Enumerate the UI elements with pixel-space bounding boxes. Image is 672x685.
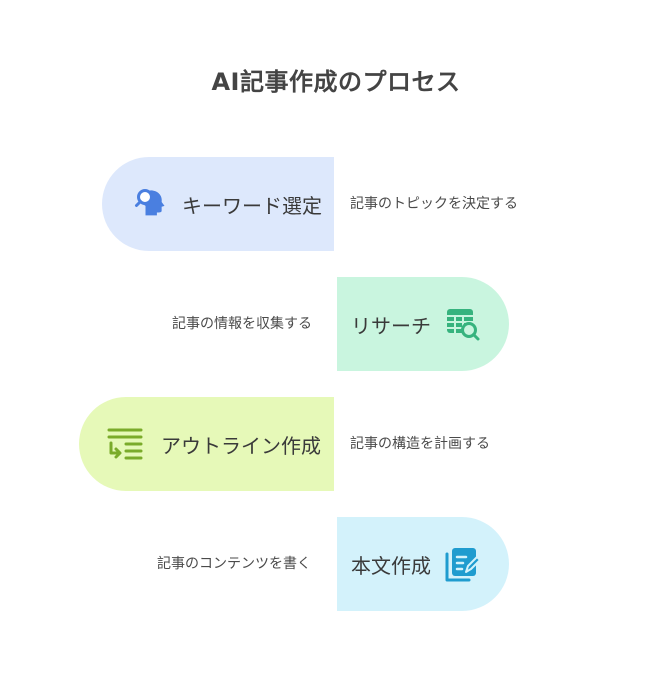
step-label: キーワード選定 bbox=[182, 193, 322, 218]
diagram-title: AI記事作成のプロセス bbox=[211, 68, 461, 96]
step-keyword-selection: キーワード選定 bbox=[102, 157, 334, 251]
user-search-icon bbox=[132, 184, 172, 224]
step-label: リサーチ bbox=[351, 313, 431, 338]
outline-list-icon bbox=[105, 424, 145, 464]
table-search-icon bbox=[443, 304, 483, 344]
step-research: リサーチ bbox=[337, 277, 509, 371]
step-description: 記事のトピックを決定する bbox=[350, 196, 518, 212]
step-outline: アウトライン作成 bbox=[79, 397, 334, 491]
step-description: 記事の情報を収集する bbox=[172, 316, 312, 332]
step-writing: 本文作成 bbox=[337, 517, 509, 611]
step-description: 記事の構造を計画する bbox=[350, 436, 490, 452]
document-edit-icon bbox=[443, 544, 483, 584]
step-description: 記事のコンテンツを書く bbox=[157, 556, 311, 572]
step-label: 本文作成 bbox=[351, 553, 431, 578]
step-label: アウトライン作成 bbox=[161, 433, 321, 458]
